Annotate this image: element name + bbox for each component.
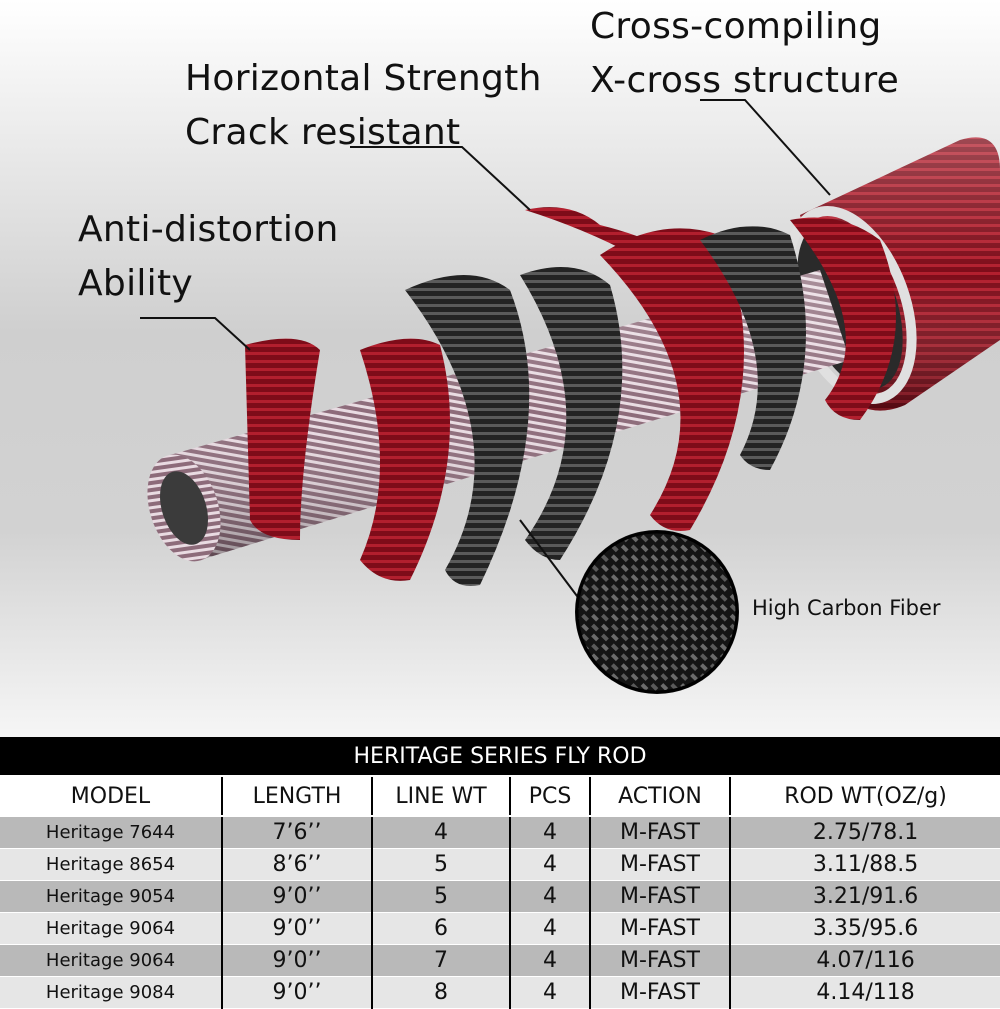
cell-pcs: 4 bbox=[509, 976, 590, 1009]
helical-wraps bbox=[245, 207, 896, 586]
cell-model: Heritage 7644 bbox=[0, 816, 222, 849]
cell-rod-wt: 3.11/88.5 bbox=[728, 848, 1000, 881]
cell-action: M-FAST bbox=[589, 912, 730, 945]
cell-length: 7’6’’ bbox=[221, 816, 372, 849]
cell-pcs: 4 bbox=[509, 912, 590, 945]
table-row: Heritage 9064 9’0’’ 6 4 M-FAST 3.35/95.6 bbox=[0, 912, 1000, 945]
callout-anti-line2: Ability bbox=[78, 263, 194, 304]
cell-rod-wt: 4.14/118 bbox=[728, 976, 1000, 1009]
cell-length: 9’0’’ bbox=[221, 880, 372, 913]
callout-cross-line1: Cross-compiling bbox=[590, 6, 882, 47]
cell-action: M-FAST bbox=[589, 816, 730, 849]
cell-pcs: 4 bbox=[509, 880, 590, 913]
callout-horiz-line2: Crack resistant bbox=[185, 112, 461, 153]
cell-model: Heritage 9084 bbox=[0, 976, 222, 1009]
table-row: Heritage 9064 9’0’’ 7 4 M-FAST 4.07/116 bbox=[0, 944, 1000, 977]
cell-rod-wt: 2.75/78.1 bbox=[728, 816, 1000, 849]
callout-high-carbon-fiber: High Carbon Fiber bbox=[752, 596, 941, 620]
cell-line-wt: 4 bbox=[371, 816, 510, 849]
rod-layers-illustration bbox=[140, 99, 1000, 694]
table-title-row: HERITAGE SERIES FLY ROD bbox=[0, 737, 1000, 777]
callout-anti-distortion: Anti-distortion Ability bbox=[78, 203, 339, 311]
table-title: HERITAGE SERIES FLY ROD bbox=[0, 737, 1000, 777]
cell-action: M-FAST bbox=[589, 944, 730, 977]
cell-line-wt: 5 bbox=[371, 848, 510, 881]
table-header-row: MODEL LENGTH LINE WT PCS ACTION ROD WT(O… bbox=[0, 776, 1000, 817]
callout-horizontal-strength: Horizontal Strength Crack resistant bbox=[185, 52, 542, 160]
cell-action: M-FAST bbox=[589, 848, 730, 881]
cell-action: M-FAST bbox=[589, 880, 730, 913]
table-row: Heritage 9054 9’0’’ 5 4 M-FAST 3.21/91.6 bbox=[0, 880, 1000, 913]
cell-rod-wt: 3.35/95.6 bbox=[728, 912, 1000, 945]
callout-cross-compiling: Cross-compiling X-cross structure bbox=[590, 0, 899, 108]
cell-model: Heritage 8654 bbox=[0, 848, 222, 881]
cell-line-wt: 7 bbox=[371, 944, 510, 977]
cell-model: Heritage 9064 bbox=[0, 912, 222, 945]
header-pcs: PCS bbox=[509, 776, 590, 817]
header-length: LENGTH bbox=[221, 776, 372, 817]
header-rod-wt: ROD WT(OZ/g) bbox=[728, 776, 1000, 817]
spec-table: HERITAGE SERIES FLY ROD MODEL LENGTH LIN… bbox=[0, 737, 1000, 1009]
cell-rod-wt: 4.07/116 bbox=[728, 944, 1000, 977]
cell-model: Heritage 9054 bbox=[0, 880, 222, 913]
carbon-fiber-sample bbox=[575, 530, 739, 694]
cell-length: 9’0’’ bbox=[221, 912, 372, 945]
cell-pcs: 4 bbox=[509, 944, 590, 977]
header-model: MODEL bbox=[0, 776, 222, 817]
cell-action: M-FAST bbox=[589, 976, 730, 1009]
cell-line-wt: 6 bbox=[371, 912, 510, 945]
cell-line-wt: 5 bbox=[371, 880, 510, 913]
product-illustration: Cross-compiling X-cross structure Horizo… bbox=[0, 0, 1000, 737]
header-line-wt: LINE WT bbox=[371, 776, 510, 817]
table-row: Heritage 9084 9’0’’ 8 4 M-FAST 4.14/118 bbox=[0, 976, 1000, 1009]
table-row: Heritage 8654 8’6’’ 5 4 M-FAST 3.11/88.5 bbox=[0, 848, 1000, 881]
cell-length: 9’0’’ bbox=[221, 944, 372, 977]
cell-line-wt: 8 bbox=[371, 976, 510, 1009]
table-row: Heritage 7644 7’6’’ 4 4 M-FAST 2.75/78.1 bbox=[0, 816, 1000, 849]
leader-lines bbox=[140, 99, 831, 601]
cell-model: Heritage 9064 bbox=[0, 944, 222, 977]
cell-length: 9’0’’ bbox=[221, 976, 372, 1009]
callout-anti-line1: Anti-distortion bbox=[78, 209, 339, 250]
cell-rod-wt: 3.21/91.6 bbox=[728, 880, 1000, 913]
header-action: ACTION bbox=[589, 776, 730, 817]
cell-pcs: 4 bbox=[509, 848, 590, 881]
callout-horiz-line1: Horizontal Strength bbox=[185, 58, 542, 99]
callout-cross-line2: X-cross structure bbox=[590, 60, 900, 101]
cell-length: 8’6’’ bbox=[221, 848, 372, 881]
cell-pcs: 4 bbox=[509, 816, 590, 849]
